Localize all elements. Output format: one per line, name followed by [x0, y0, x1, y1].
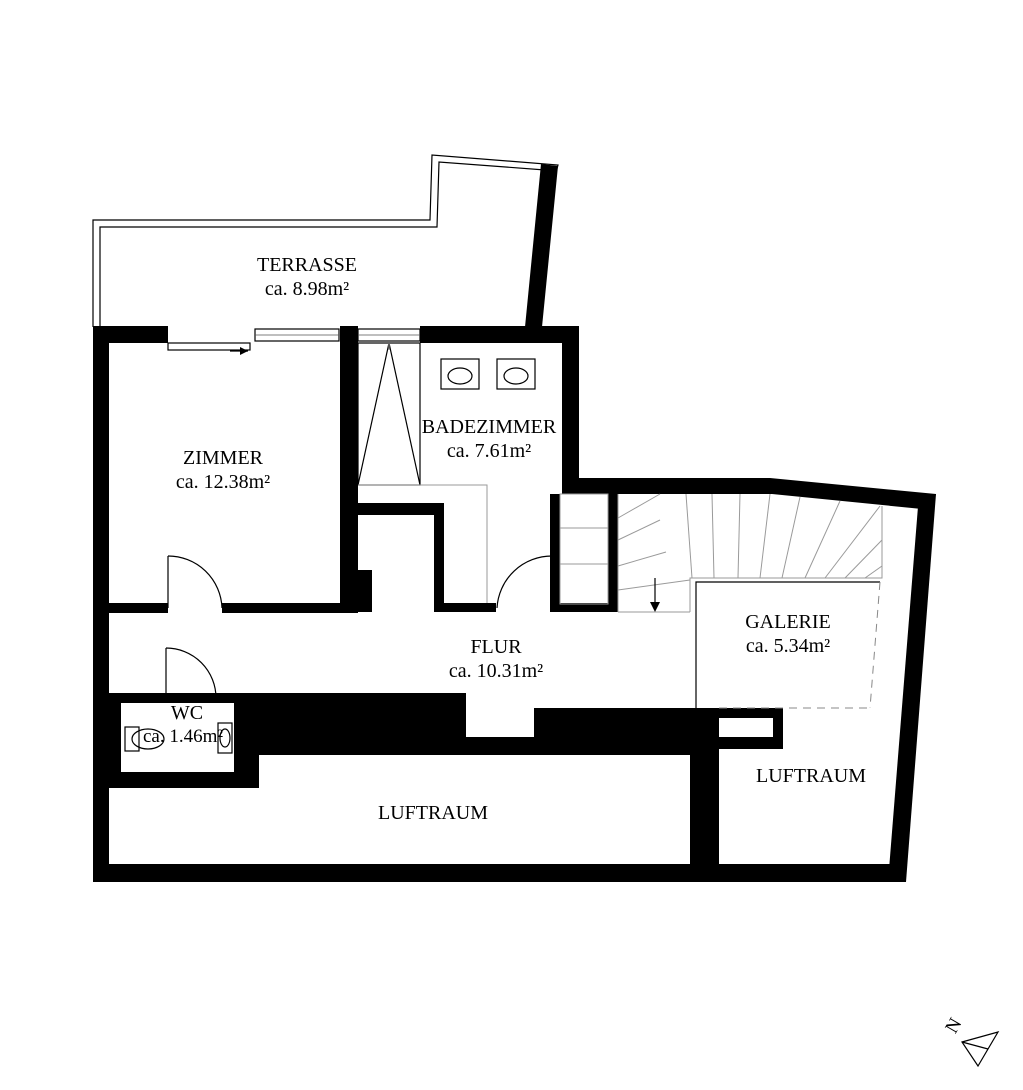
badezimmer-area: ca. 7.61m² [447, 440, 531, 462]
staircase [559, 493, 883, 613]
windows [167, 328, 421, 355]
galerie-area: ca. 5.34m² [746, 635, 830, 657]
luftraum-bottom-name: LUFTRAUM [378, 802, 488, 824]
wc-name: WC [171, 702, 203, 724]
terrasse-area: ca. 8.98m² [265, 278, 349, 300]
terrace-outline [92, 154, 559, 327]
flur-area: ca. 10.31m² [449, 660, 543, 682]
wc-area: ca. 1.46m² [143, 726, 223, 747]
doors [165, 555, 553, 699]
flur-name: FLUR [470, 636, 522, 658]
walls [93, 164, 936, 882]
badezimmer-name: BADEZIMMER [422, 416, 557, 438]
luftraum-right-name: LUFTRAUM [756, 765, 866, 787]
terrasse-name: TERRASSE [257, 254, 357, 276]
zimmer-name: ZIMMER [183, 447, 264, 469]
room-labels: TERRASSE ca. 8.98m² ZIMMER ca. 12.38m² B… [143, 254, 866, 824]
wc-fixtures [124, 722, 233, 754]
galerie-name: GALERIE [745, 611, 831, 633]
zimmer-area: ca. 12.38m² [176, 471, 270, 493]
galerie-outline [695, 581, 881, 709]
compass-label: N [941, 1014, 966, 1037]
bathroom-fixtures [357, 342, 536, 603]
north-arrow-icon: N [941, 1014, 1000, 1068]
